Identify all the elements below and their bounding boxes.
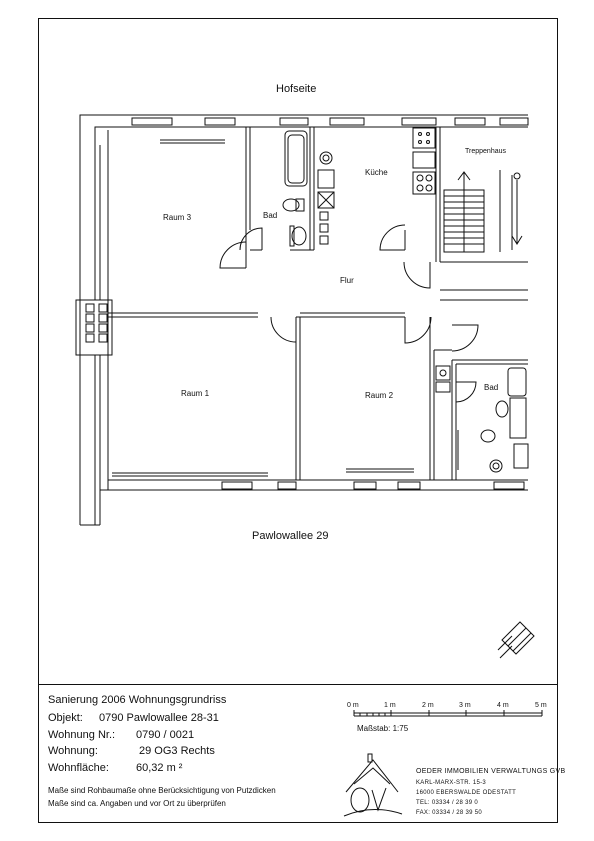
company-line: TEL: 03334 / 28 39 0: [416, 800, 479, 806]
street-label: Pawlowallee 29: [252, 530, 329, 542]
windows-bottom: [221, 481, 525, 490]
info-value: 0790 / 0021: [136, 729, 195, 741]
stairs: [443, 170, 523, 253]
scale-tick: 2 m: [422, 702, 434, 709]
outer-walls: [79, 114, 528, 526]
company-line: OEDER IMMOBILIEN VERWALTUNGS GVB: [416, 768, 566, 775]
scale-tick: 0 m: [347, 702, 359, 709]
radiator-left: [75, 299, 113, 356]
info-value: 29 OG3 Rechts: [139, 745, 215, 757]
company-line: KARL-MARX-STR. 15-3: [416, 780, 487, 786]
hofseite-label: Hofseite: [276, 83, 317, 95]
info-label: Wohnfläche:: [48, 762, 109, 774]
info-label: Wohnung Nr.:: [48, 729, 116, 741]
bath2-fixtures: [435, 365, 529, 473]
room-label-bad-2: Bad: [484, 383, 499, 392]
scale-bar: [353, 710, 543, 717]
interior-walls: [108, 127, 528, 480]
company-logo-icon: [343, 753, 403, 817]
info-row-wohnflaeche: Wohnfläche: 60,32 m ²: [48, 762, 182, 774]
info-label: Objekt:: [48, 712, 83, 724]
room-label-raum2: Raum 2: [365, 391, 394, 400]
drawing-frame: [38, 18, 558, 823]
kitchen-fixtures: [412, 127, 436, 195]
room-label-bad: Bad: [263, 211, 278, 220]
north-arrow-icon: [497, 621, 535, 659]
company-line: FAX: 03334 / 28 39 50: [416, 810, 483, 816]
info-label: Wohnung:: [48, 745, 98, 757]
room-label-raum1: Raum 1: [181, 389, 210, 398]
scale-tick: 1 m: [384, 702, 396, 709]
info-row-wohnung-nr: Wohnung Nr.: 0790 / 0021: [48, 729, 194, 741]
info-row-objekt: Objekt: 0790 Pawlowallee 28-31: [48, 712, 219, 724]
bath1-fixtures: [282, 130, 335, 247]
windows-top: [131, 117, 529, 126]
info-value: 0790 Pawlowallee 28-31: [99, 712, 219, 724]
note-line-1: Maße sind Rohbaumaße ohne Berücksichtigu…: [48, 786, 276, 795]
info-value: 60,32 m ²: [136, 762, 183, 774]
company-line: 16000 EBERSWALDE ODESTATT: [416, 790, 517, 796]
title-heading: Sanierung 2006 Wohnungsgrundriss: [48, 694, 227, 706]
title-block-divider: [38, 684, 558, 685]
room-label-treppenhaus: Treppenhaus: [465, 148, 506, 155]
room-label-flur: Flur: [340, 276, 354, 285]
scale-tick: 4 m: [497, 702, 509, 709]
scale-tick: 3 m: [459, 702, 471, 709]
note-line-2: Maße sind ca. Angaben und vor Ort zu übe…: [48, 799, 226, 808]
radiators: [112, 139, 414, 477]
info-row-wohnung: Wohnung: 29 OG3 Rechts: [48, 745, 215, 757]
scale-tick: 5 m: [535, 702, 547, 709]
room-label-kueche: Küche: [365, 168, 388, 177]
room-label-raum3: Raum 3: [163, 213, 192, 222]
scale-label: Maßstab: 1:75: [357, 724, 409, 733]
doors: [219, 224, 479, 403]
